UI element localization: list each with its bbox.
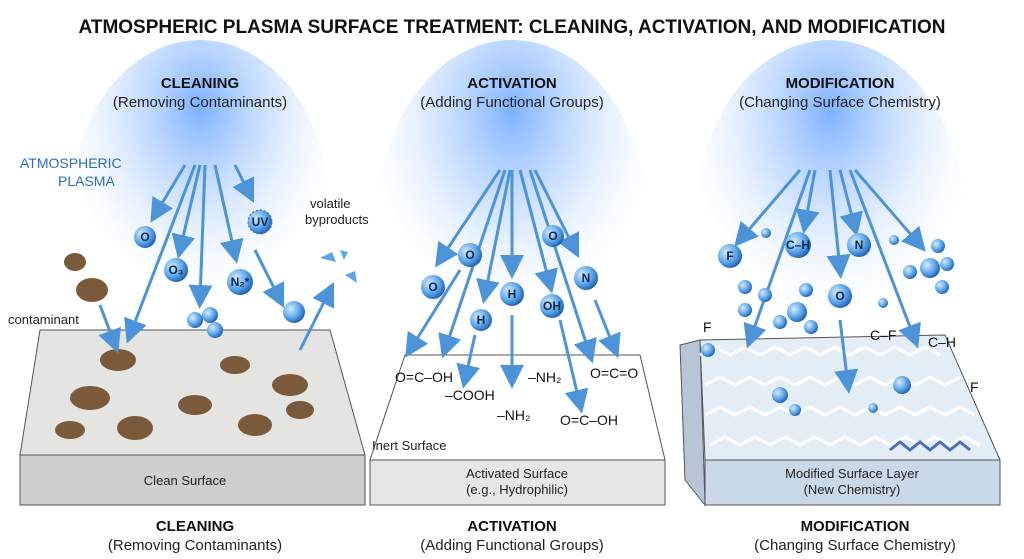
plasma-label-2: PLASMA — [58, 173, 115, 189]
svg-text:F: F — [970, 379, 979, 395]
svg-text:O=C–OH: O=C–OH — [560, 412, 618, 428]
activation-footer-subtitle: (Adding Functional Groups) — [420, 537, 603, 554]
svg-text:O: O — [835, 289, 844, 303]
species-modification: F C–H N O — [701, 228, 954, 416]
volatile-label: volatile — [310, 196, 350, 211]
clean-surface-label: Clean Surface — [144, 473, 226, 488]
svg-text:C–H: C–H — [786, 238, 810, 252]
activated-surface-label: Activated Surface — [466, 466, 568, 481]
species-activation: O O H H OH O N — [421, 225, 598, 331]
svg-text:O: O — [465, 248, 474, 262]
activation-slab-front — [369, 459, 666, 506]
modification-subtitle: (Changing Surface Chemistry) — [739, 94, 941, 111]
activation-heading: ACTIVATION — [467, 75, 556, 92]
modification-labels: F C–F C–H F — [703, 319, 979, 395]
modification-footer-subtitle: (Changing Surface Chemistry) — [754, 537, 956, 554]
cleaning-footer-subtitle: (Removing Contaminants) — [108, 537, 282, 554]
svg-text:F: F — [703, 319, 712, 335]
svg-text:O₃: O₃ — [169, 263, 184, 277]
svg-text:–NH₂: –NH₂ — [497, 407, 530, 423]
activated-surface-sublabel: (e.g., Hydrophilic) — [466, 482, 568, 497]
volatile-label-2: byproducts — [305, 212, 369, 227]
modified-surface-sublabel: (New Chemistry) — [804, 482, 901, 497]
modification-footer-heading: MODIFICATION — [801, 518, 910, 535]
modification-panel: F C–H N O F C–F C–H F Modified Surface L… — [679, 169, 1001, 507]
cleaning-panel: ATMOSPHERIC PLASMA volatile byproducts C… — [8, 155, 369, 506]
plasma-arrows-cleaning — [98, 164, 335, 354]
cleaning-subtitle: (Removing Contaminants) — [113, 94, 287, 111]
svg-text:UV: UV — [252, 215, 269, 229]
modified-surface-label: Modified Surface Layer — [785, 466, 919, 481]
svg-text:C–H: C–H — [928, 334, 956, 350]
activation-panel: Inert Surface Activated Surface (e.g., H… — [369, 169, 666, 506]
activation-footer-heading: ACTIVATION — [467, 518, 556, 535]
modification-slab-side — [679, 339, 706, 507]
panel-headings: CLEANING (Removing Contaminants) ACTIVAT… — [113, 75, 941, 111]
activation-subtitle: (Adding Functional Groups) — [420, 94, 603, 111]
modified-chain — [889, 440, 971, 452]
svg-text:O=C=O: O=C=O — [590, 365, 638, 381]
main-title: ATMOSPHERIC PLASMA SURFACE TREATMENT: CL… — [79, 17, 946, 38]
cleaning-footer-heading: CLEANING — [156, 518, 234, 535]
polymer-network — [699, 345, 981, 447]
svg-text:–NH₂: –NH₂ — [528, 369, 561, 385]
svg-text:H: H — [477, 313, 486, 327]
svg-text:C–F: C–F — [870, 327, 896, 343]
svg-text:N: N — [582, 271, 591, 285]
plasma-arrows-modification — [734, 169, 926, 394]
functional-groups: O=C–OH –COOH –NH₂ –NH₂ O=C=O O=C–OH — [395, 365, 638, 428]
svg-text:N: N — [855, 238, 864, 252]
species-cleaning: O O₃ N₂* UV — [134, 209, 357, 338]
svg-text:O: O — [140, 230, 149, 244]
svg-text:N₂*: N₂* — [231, 275, 250, 289]
svg-text:F: F — [726, 249, 733, 263]
panel-footers: CLEANING (Removing Contaminants) ACTIVAT… — [108, 518, 956, 554]
cleaning-slab-front — [19, 454, 366, 506]
svg-text:O=C–OH: O=C–OH — [395, 369, 453, 385]
plasma-label: ATMOSPHERIC — [20, 155, 122, 171]
contaminant-label: contaminant — [8, 312, 79, 327]
svg-text:OH: OH — [543, 299, 561, 313]
svg-text:O: O — [428, 280, 437, 294]
inert-surface-label: Inert Surface — [372, 438, 446, 453]
svg-text:O: O — [548, 229, 557, 243]
svg-text:–COOH: –COOH — [445, 387, 495, 403]
svg-text:H: H — [508, 287, 517, 301]
plasma-glow-modification — [695, 40, 965, 400]
modification-heading: MODIFICATION — [786, 75, 895, 92]
cleaning-heading: CLEANING — [161, 75, 239, 92]
contaminant-particles — [55, 253, 314, 440]
